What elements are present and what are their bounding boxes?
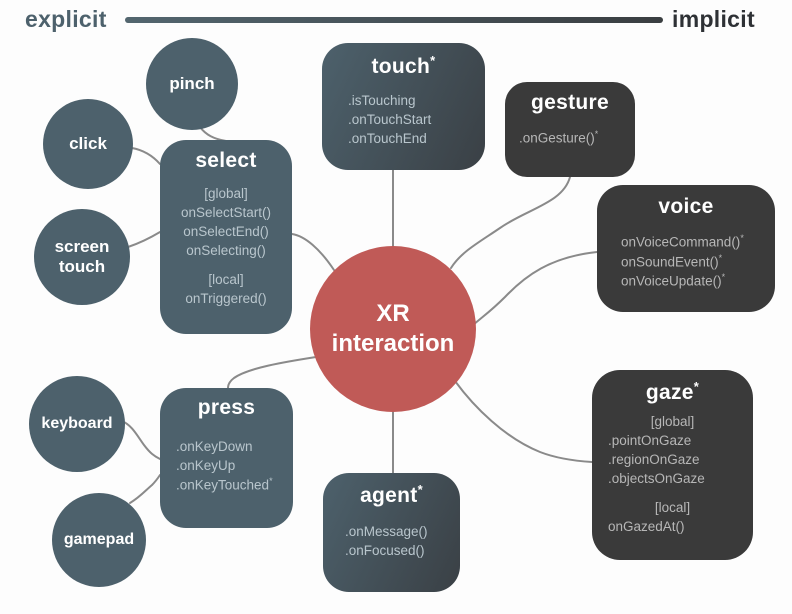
node-screen-touch-label-line1: screen	[54, 236, 110, 256]
gaze-methods: [global] .pointOnGaze .regionOnGaze .obj…	[592, 412, 753, 536]
select-methods: [global] onSelectStart() onSelectEnd() o…	[160, 184, 292, 308]
explicit-label: explicit	[25, 6, 107, 32]
connector-pinch-select	[199, 126, 227, 142]
gesture-title: gesture	[531, 91, 609, 114]
node-xr-interaction: XR interaction	[310, 246, 476, 412]
connector-gesture-center	[450, 176, 571, 269]
node-agent: agent* .onMessage() .onFocused()	[323, 473, 460, 592]
node-touch: touch* .isTouching .onTouchStart .onTouc…	[322, 43, 485, 170]
node-gamepad-label: gamepad	[63, 530, 135, 548]
voice-methods: onVoiceCommand()* onSoundEvent()* onVoic…	[621, 233, 744, 289]
press-methods: .onKeyDown .onKeyUp .onKeyTouched*	[176, 439, 273, 493]
agent-methods: .onMessage() .onFocused()	[345, 524, 428, 559]
asterisk: *	[718, 252, 723, 263]
xr-interaction-label-line2: interaction	[331, 330, 455, 357]
node-gesture: gesture .onGesture()*	[505, 82, 635, 177]
press-title: press	[197, 396, 256, 419]
node-press: press .onKeyDown .onKeyUp .onKeyTouched*	[160, 388, 293, 528]
asterisk: *	[417, 482, 423, 497]
implicit-label: implicit	[672, 6, 755, 32]
node-pinch: pinch	[146, 38, 238, 130]
connector-press-center	[227, 356, 317, 389]
touch-title: touch*	[371, 53, 436, 78]
node-keyboard-label: keyboard	[41, 414, 113, 432]
node-click-label: click	[69, 133, 107, 153]
node-screen-touch: screen touch	[34, 209, 130, 305]
node-pinch-label: pinch	[169, 73, 215, 93]
connector-gaze-center	[454, 380, 593, 463]
agent-title: agent*	[360, 482, 423, 507]
node-screen-touch-label-line2: touch	[58, 257, 106, 276]
voice-title: voice	[658, 195, 714, 218]
node-select: select [global] onSelectStart() onSelect…	[160, 140, 292, 334]
spacer	[608, 489, 737, 498]
xr-interaction-label-line1: XR	[376, 300, 410, 327]
spacer	[160, 261, 292, 270]
node-voice: voice onVoiceCommand()* onSoundEvent()* …	[597, 185, 775, 312]
explicit-implicit-axis-line	[125, 17, 663, 23]
connector-click-select	[131, 147, 161, 165]
connector-gamepad-press	[129, 474, 161, 504]
asterisk: *	[721, 272, 726, 283]
touch-methods: .isTouching .onTouchStart .onTouchEnd	[348, 93, 432, 147]
connector-keyboard-press	[121, 420, 161, 460]
connector-voice-center	[471, 251, 598, 327]
asterisk: *	[269, 476, 273, 487]
asterisk: *	[594, 129, 599, 139]
gesture-methods: .onGesture()*	[519, 129, 599, 146]
node-click: click	[43, 99, 133, 189]
asterisk: *	[693, 379, 700, 394]
select-title: select	[195, 149, 257, 172]
asterisk: *	[430, 53, 436, 68]
node-gaze: gaze* [global] .pointOnGaze .regionOnGaz…	[592, 370, 753, 560]
node-keyboard: keyboard	[29, 376, 125, 472]
node-gamepad: gamepad	[52, 493, 146, 587]
gaze-title: gaze*	[645, 379, 700, 404]
connector-screentouch-select	[127, 231, 161, 248]
asterisk: *	[740, 233, 744, 243]
connector-select-center	[291, 233, 335, 271]
